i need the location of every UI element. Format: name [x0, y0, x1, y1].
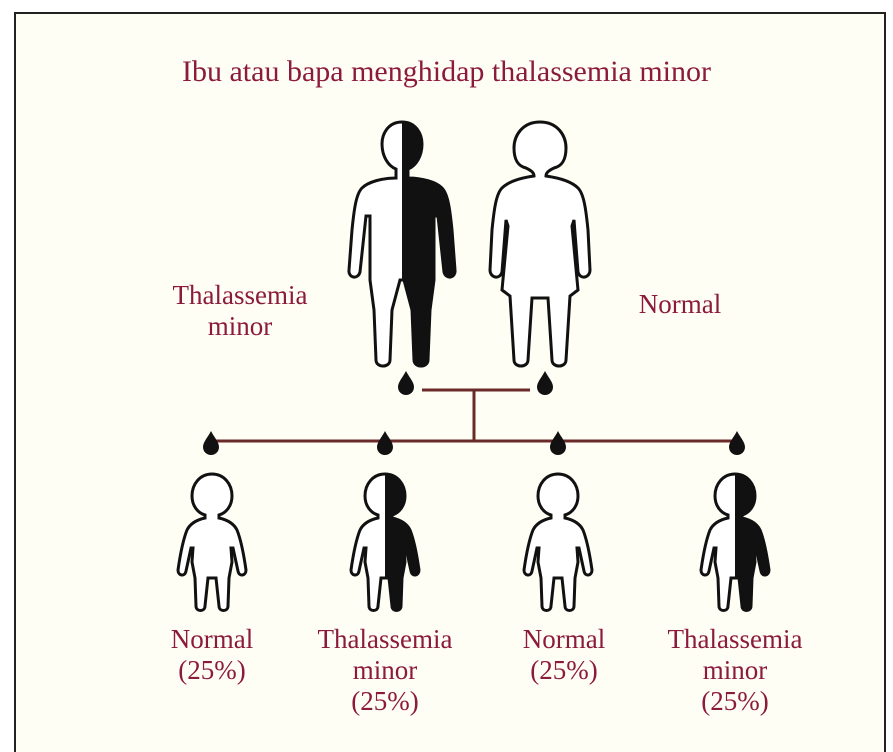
label-line: Normal	[484, 624, 644, 655]
parent-label-thalassemia-minor: Thalassemia minor	[130, 280, 350, 342]
label-line: Normal	[132, 624, 292, 655]
blood-drop-icon	[550, 431, 566, 455]
label-line: minor	[130, 311, 350, 342]
label-line: Thalassemia	[130, 280, 350, 311]
child-figure-3	[524, 474, 592, 611]
diagram-title: Ibu atau bapa menghidap thalassemia mino…	[0, 55, 893, 90]
blood-drop-icon	[377, 431, 393, 455]
child-label-1: Normal (25%)	[132, 624, 292, 686]
parent-mother-figure	[490, 122, 590, 366]
label-line: minor	[635, 655, 835, 686]
pedigree-lines	[210, 390, 738, 441]
child-figure-4	[701, 474, 769, 611]
diagram-canvas: Ibu atau bapa menghidap thalassemia mino…	[0, 0, 893, 732]
label-line: Thalassemia	[285, 624, 485, 655]
inheritance-diagram	[0, 0, 893, 732]
label-line: Normal	[600, 289, 760, 320]
percent-label: (25%)	[285, 686, 485, 717]
percent-label: (25%)	[635, 686, 835, 717]
percent-label: (25%)	[484, 655, 644, 686]
blood-drop-icon	[729, 431, 745, 455]
child-label-3: Normal (25%)	[484, 624, 644, 686]
child-figure-2	[351, 474, 419, 611]
blood-drop-icon	[203, 431, 219, 455]
blood-drop-icon	[398, 371, 414, 395]
blood-drop-icon	[537, 371, 553, 395]
child-label-4: Thalassemia minor (25%)	[635, 624, 835, 717]
percent-label: (25%)	[132, 655, 292, 686]
label-line: Thalassemia	[635, 624, 835, 655]
parent-label-normal: Normal	[600, 289, 760, 320]
child-label-2: Thalassemia minor (25%)	[285, 624, 485, 717]
label-line: minor	[285, 655, 485, 686]
child-figure-1	[178, 474, 246, 611]
parent-father-figure	[349, 122, 455, 366]
